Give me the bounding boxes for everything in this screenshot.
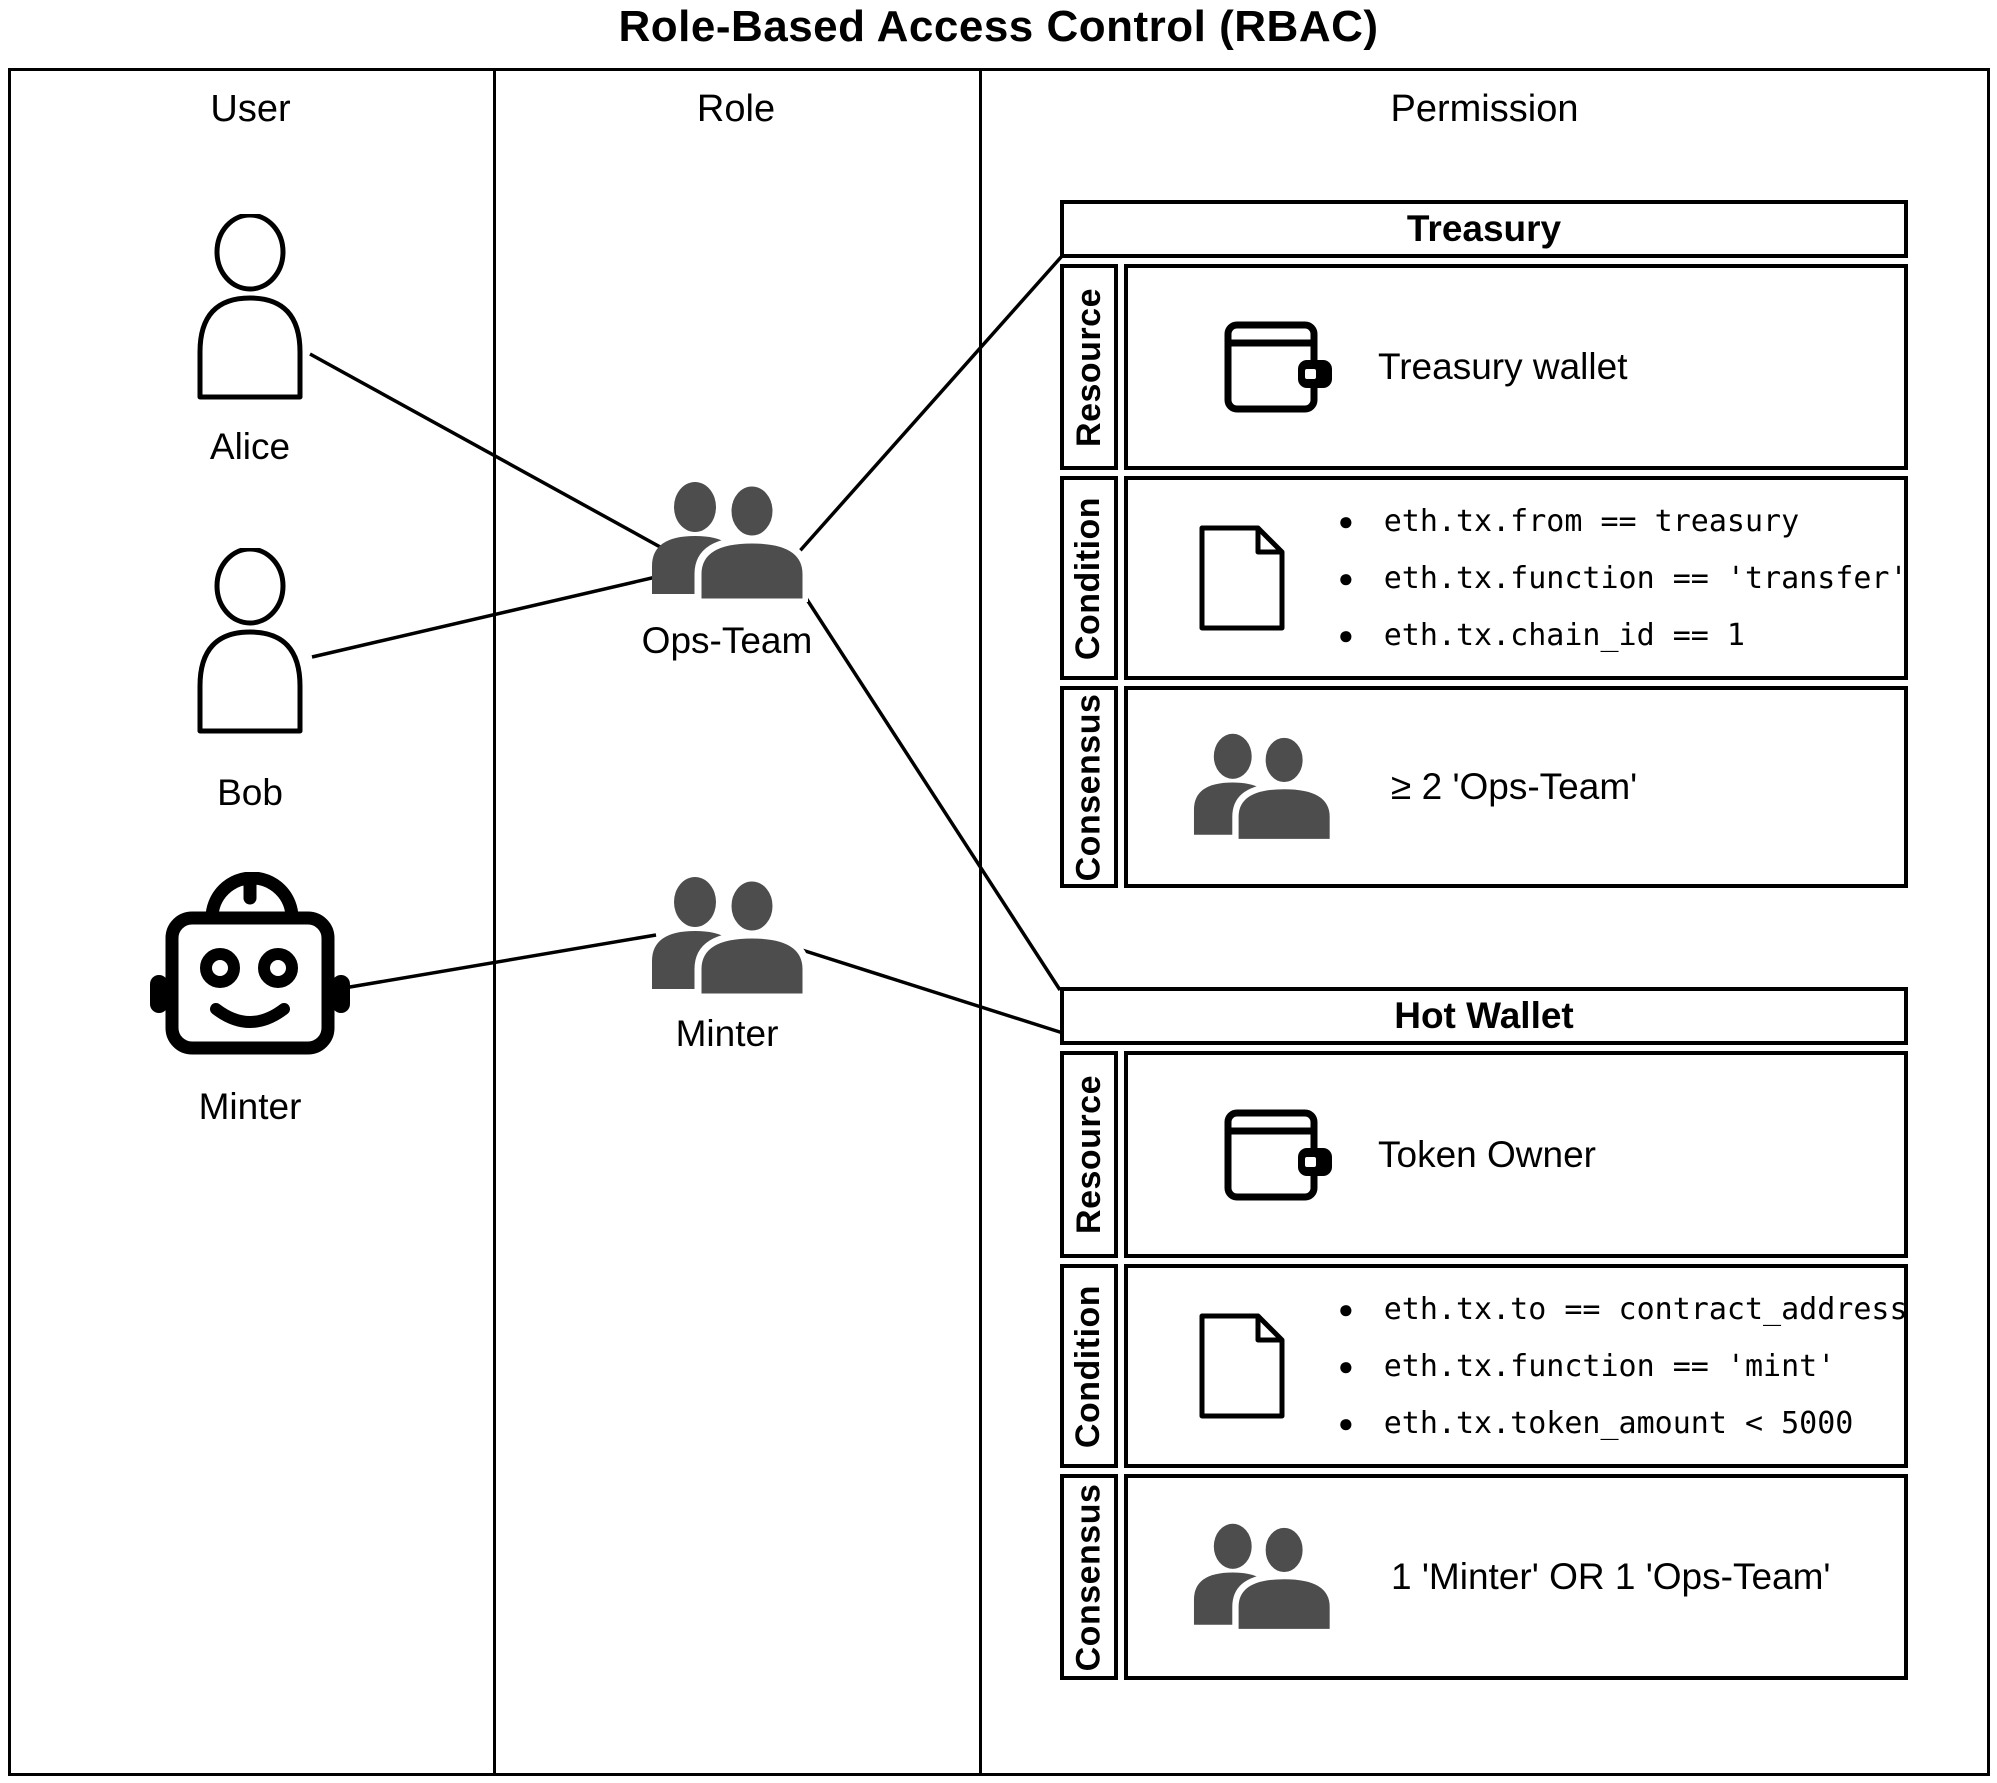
diagram-frame <box>8 68 1990 1776</box>
treasury-consensus-label: Consensus <box>1069 693 1108 881</box>
hotwallet-consensus-row: 1 'Minter' OR 1 'Ops-Team' <box>1124 1474 1908 1680</box>
condition-item: ● eth.tx.function == 'mint' <box>1338 1348 1836 1384</box>
column-header-permission: Permission <box>1390 88 1579 130</box>
treasury-resource-text: Treasury wallet <box>1378 346 1628 387</box>
bullet-icon: ● <box>1338 563 1354 593</box>
bullet-icon: ● <box>1338 620 1354 650</box>
bullet-icon: ● <box>1338 1294 1354 1324</box>
condition-item: ● eth.tx.token_amount < 5000 <box>1338 1405 1854 1441</box>
user-label-alice: Alice <box>209 426 291 467</box>
bullet-icon: ● <box>1338 1351 1354 1381</box>
treasury-consensus-row: ≥ 2 'Ops-Team' <box>1124 686 1908 888</box>
user-label-minter: Minter <box>198 1086 302 1127</box>
hotwallet-condition-row: ● eth.tx.to == contract_address ● eth.tx… <box>1124 1264 1908 1468</box>
hotwallet-resource-strip: Resource <box>1060 1051 1118 1258</box>
role-label-opsteam: Ops-Team <box>641 620 813 661</box>
group-icon <box>1193 732 1335 842</box>
role-label-minter: Minter <box>675 1013 779 1054</box>
column-divider-role-permission <box>979 68 982 1776</box>
permission-card-title-hotwallet: Hot Wallet <box>1060 987 1908 1045</box>
page-title: Role-Based Access Control (RBAC) <box>618 2 1379 51</box>
condition-item: ● eth.tx.from == treasury <box>1338 503 1800 539</box>
treasury-resource-label: Resource <box>1069 287 1108 447</box>
column-header-user: User <box>210 88 291 130</box>
note-icon <box>1199 1313 1285 1419</box>
column-divider-user-role <box>493 68 496 1776</box>
treasury-condition-label: Condition <box>1069 496 1108 660</box>
group-icon <box>652 480 808 602</box>
bullet-icon: ● <box>1338 506 1354 536</box>
bullet-icon: ● <box>1338 1408 1354 1438</box>
robot-icon <box>150 872 350 1055</box>
treasury-consensus-strip: Consensus <box>1060 686 1118 888</box>
person-icon <box>197 214 303 400</box>
hotwallet-consensus-text: 1 'Minter' OR 1 'Ops-Team' <box>1391 1556 1831 1597</box>
condition-item: ● eth.tx.function == 'transfer' <box>1338 560 1908 596</box>
hotwallet-consensus-strip: Consensus <box>1060 1474 1118 1680</box>
person-icon <box>197 548 303 734</box>
column-header-role: Role <box>696 88 776 130</box>
condition-item: ● eth.tx.chain_id == 1 <box>1338 617 1745 653</box>
condition-item: ● eth.tx.to == contract_address <box>1338 1291 1908 1327</box>
treasury-resource-strip: Resource <box>1060 264 1118 470</box>
wallet-icon <box>1224 1109 1332 1200</box>
group-icon <box>1193 1522 1335 1632</box>
permission-card-title-treasury: Treasury <box>1060 200 1908 258</box>
hotwallet-condition-strip: Condition <box>1060 1264 1118 1468</box>
treasury-condition-strip: Condition <box>1060 476 1118 680</box>
treasury-condition-list: ● eth.tx.from == treasury ● eth.tx.funct… <box>1338 504 1908 653</box>
treasury-condition-row: ● eth.tx.from == treasury ● eth.tx.funct… <box>1124 476 1908 680</box>
hotwallet-resource-row: Token Owner <box>1124 1051 1908 1258</box>
user-label-bob: Bob <box>217 772 283 813</box>
hotwallet-resource-text: Token Owner <box>1378 1133 1596 1175</box>
note-icon <box>1199 525 1285 631</box>
hotwallet-resource-label: Resource <box>1069 1075 1108 1234</box>
hotwallet-consensus-label: Consensus <box>1069 1483 1108 1671</box>
treasury-consensus-text: ≥ 2 'Ops-Team' <box>1391 766 1638 807</box>
treasury-resource-row: Treasury wallet <box>1124 264 1908 470</box>
wallet-icon <box>1224 321 1332 413</box>
hotwallet-condition-list: ● eth.tx.to == contract_address ● eth.tx… <box>1338 1292 1908 1441</box>
group-icon <box>652 875 808 997</box>
hotwallet-condition-label: Condition <box>1069 1284 1108 1448</box>
